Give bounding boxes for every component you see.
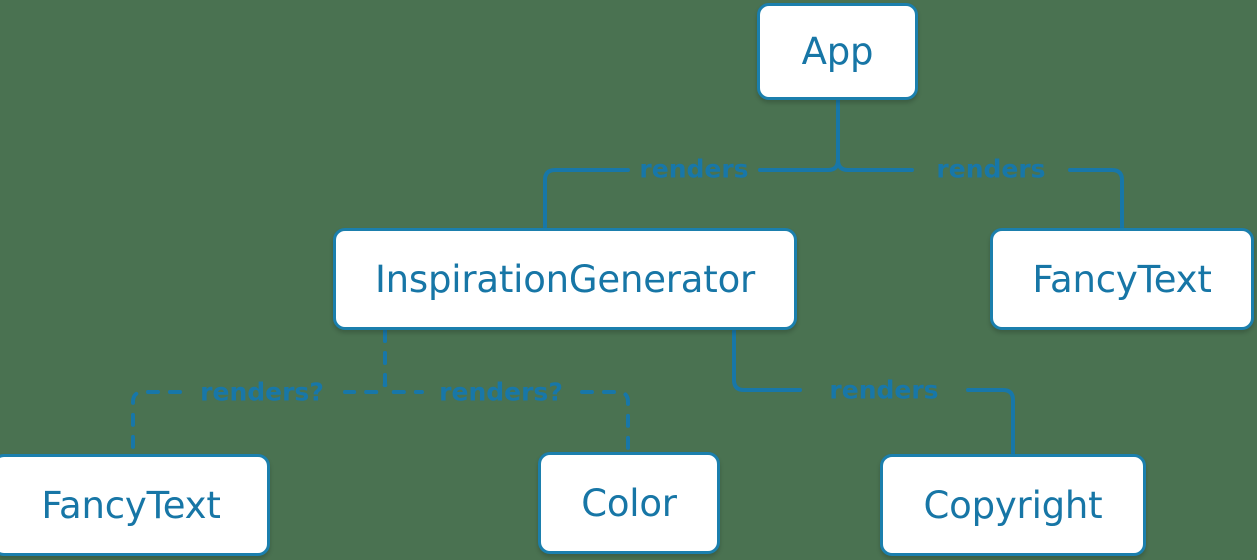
- node-fancytext-bottom-label: FancyText: [41, 483, 221, 527]
- edge-app-to-fancytext-right: [836, 99, 1124, 230]
- edge-label-inspiration-generator-to-copyright: renders: [829, 375, 939, 405]
- edge-inspiration-generator-to-color: [383, 329, 630, 454]
- node-fancytext-right-label: FancyText: [1032, 257, 1212, 301]
- node-fancytext-bottom[interactable]: FancyText: [0, 454, 270, 556]
- edge-label-inspiration-generator-to-fancytext-bottom: renders?: [200, 377, 324, 407]
- node-inspiration-generator-label: InspirationGenerator: [374, 257, 756, 301]
- node-app[interactable]: App: [757, 3, 918, 100]
- node-copyright[interactable]: Copyright: [880, 454, 1146, 556]
- edge-label-app-to-fancytext-right: renders: [936, 154, 1046, 184]
- node-app-label: App: [801, 30, 874, 73]
- node-color[interactable]: Color: [538, 452, 720, 554]
- node-inspiration-generator[interactable]: InspirationGenerator: [333, 228, 797, 330]
- node-fancytext-right[interactable]: FancyText: [990, 228, 1254, 330]
- edge-label-app-to-inspiration-generator: renders: [639, 154, 749, 184]
- node-color-label: Color: [581, 481, 677, 525]
- edge-inspiration-generator-to-copyright: [732, 329, 1015, 456]
- node-copyright-label: Copyright: [923, 483, 1103, 527]
- edge-label-inspiration-generator-to-color: renders?: [439, 377, 563, 407]
